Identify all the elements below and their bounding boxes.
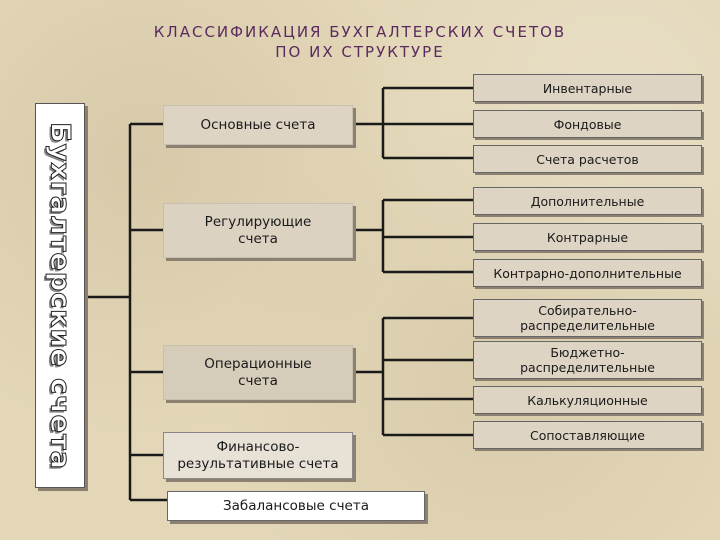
leaf-additional: Дополнительные <box>473 187 702 215</box>
group-financial-result-accounts: Финансово-результативные счета <box>163 432 353 479</box>
root-accounts-box: Бухгалтерские счета <box>35 103 85 488</box>
leaf-comparative-label: Сопоставляющие <box>530 427 645 443</box>
diagram-title-line-1: КЛАССИФИКАЦИЯ БУХГАЛТЕРСКИХ СЧЕТОВ <box>153 23 567 41</box>
leaf-fund: Фондовые <box>473 110 702 138</box>
group-regulating-accounts-label: Регулирующие счета <box>204 213 312 247</box>
leaf-additional-label: Дополнительные <box>530 193 645 209</box>
leaf-inventory: Инвентарные <box>473 74 702 102</box>
diagram-title-line-2: ПО ИХ СТРУКТУРЕ <box>275 43 445 61</box>
leaf-inventory-label: Инвентарные <box>542 80 633 96</box>
group-operational-accounts: Операционные счета <box>163 345 353 400</box>
leaf-costing: Калькуляционные <box>473 386 702 414</box>
leaf-budget-distributive: Бюджетно-распределительные <box>473 341 702 379</box>
group-basic-accounts-label: Основные счета <box>200 116 316 133</box>
leaf-contra-additional-label: Контрарно-дополнительные <box>493 265 682 281</box>
group-financial-result-accounts-label: Финансово-результативные счета <box>177 438 339 472</box>
group-off-balance-accounts-label: Забалансовые счета <box>223 497 369 514</box>
leaf-comparative: Сопоставляющие <box>473 421 702 449</box>
leaf-contra-label: Контрарные <box>546 229 629 245</box>
group-operational-accounts-label: Операционные счета <box>204 355 312 389</box>
leaf-fund-label: Фондовые <box>553 116 622 132</box>
group-off-balance-accounts: Забалансовые счета <box>167 491 425 521</box>
group-regulating-accounts: Регулирующие счета <box>163 203 353 258</box>
leaf-contra: Контрарные <box>473 223 702 251</box>
leaf-settlement: Счета расчетов <box>473 145 702 173</box>
root-accounts-label: Бухгалтерские счета <box>44 121 76 470</box>
leaf-settlement-label: Счета расчетов <box>536 151 639 167</box>
leaf-costing-label: Калькуляционные <box>527 392 648 408</box>
leaf-contra-additional: Контрарно-дополнительные <box>473 259 702 287</box>
leaf-collective-distributive: Собирательно-распределительные <box>473 299 702 337</box>
group-basic-accounts: Основные счета <box>163 105 353 145</box>
leaf-budget-distributive-label: Бюджетно-распределительные <box>520 345 655 375</box>
leaf-collective-distributive-label: Собирательно-распределительные <box>520 303 655 333</box>
